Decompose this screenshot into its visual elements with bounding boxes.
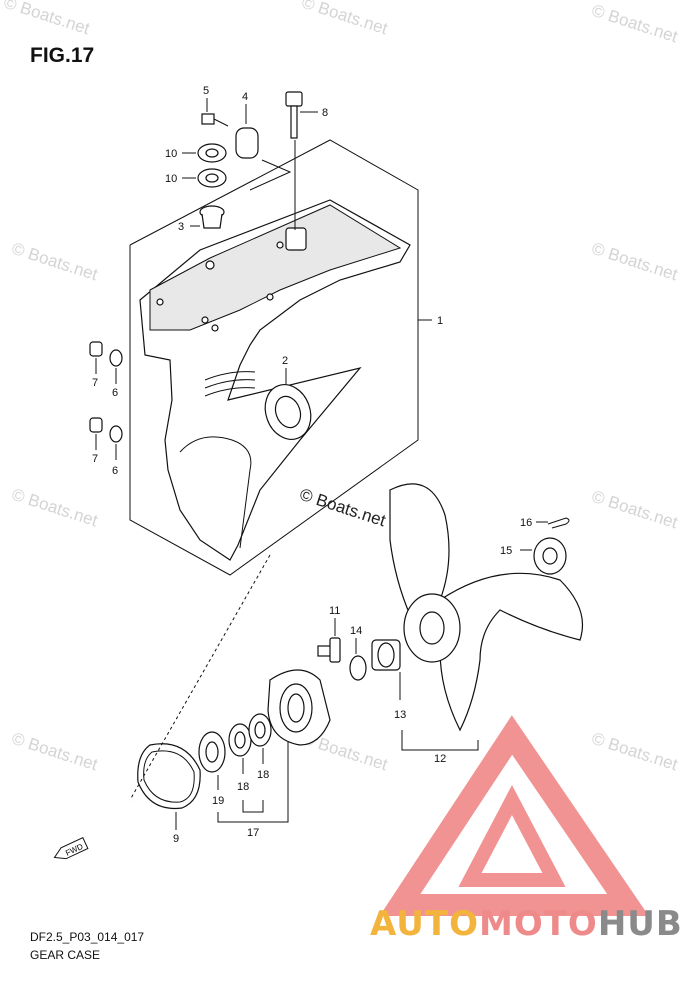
label-5: 5 — [203, 85, 209, 97]
label-3: 3 — [178, 221, 184, 233]
figure-title: FIG.17 — [30, 44, 95, 67]
brand-auto: AUTO — [370, 904, 479, 944]
bearing-part-2 — [264, 368, 312, 440]
label-2: 2 — [282, 355, 288, 367]
brand-logo: AUTOMOTOHUB — [370, 904, 683, 944]
label-4: 4 — [242, 91, 248, 103]
label-11: 11 — [329, 605, 340, 617]
label-14: 14 — [350, 625, 362, 637]
label-18b: 18 — [257, 769, 269, 781]
label-1: 1 — [437, 315, 443, 327]
bearing-housing-parts-17-19 — [198, 669, 331, 823]
fwd-label: FWD — [64, 842, 85, 858]
cotter-pin-part-16 — [536, 517, 570, 529]
propeller-part-12 — [389, 483, 584, 751]
label-10b: 10 — [165, 173, 177, 185]
label-16: 16 — [520, 517, 532, 529]
grommet-part-4 — [235, 104, 259, 159]
brand-moto: MOTO — [478, 904, 598, 944]
seal-part-10 — [182, 143, 227, 188]
label-19: 19 — [212, 795, 224, 807]
gear-case-body — [139, 199, 411, 561]
screw-washer-parts-6-7 — [89, 341, 123, 460]
label-7a: 7 — [92, 377, 98, 389]
plug-part-3 — [190, 205, 225, 229]
label-13: 13 — [394, 709, 406, 721]
propeller-hardware — [317, 618, 401, 700]
label-6b: 6 — [112, 465, 118, 477]
label-7b: 7 — [92, 453, 98, 465]
label-17: 17 — [247, 827, 259, 839]
gear-case-frame — [129, 139, 432, 576]
label-6a: 6 — [112, 387, 118, 399]
label-8: 8 — [322, 107, 328, 119]
fwd-arrow-icon: FWD — [53, 836, 89, 860]
label-18a: 18 — [237, 781, 249, 793]
label-15: 15 — [500, 545, 512, 557]
automotohub-logo-icon — [379, 715, 649, 916]
label-12: 12 — [434, 753, 446, 765]
bolt-part-5 — [201, 98, 229, 127]
label-9: 9 — [173, 833, 179, 845]
diagram-code: DF2.5_P03_014_017 — [30, 930, 145, 944]
brand-hub: HUB — [597, 904, 683, 944]
label-10a: 10 — [165, 148, 177, 160]
o-ring-part-9 — [137, 743, 201, 830]
nut-part-15 — [520, 537, 567, 575]
diagram-name: GEAR CASE — [30, 948, 101, 962]
bolt-part-8 — [285, 91, 318, 230]
